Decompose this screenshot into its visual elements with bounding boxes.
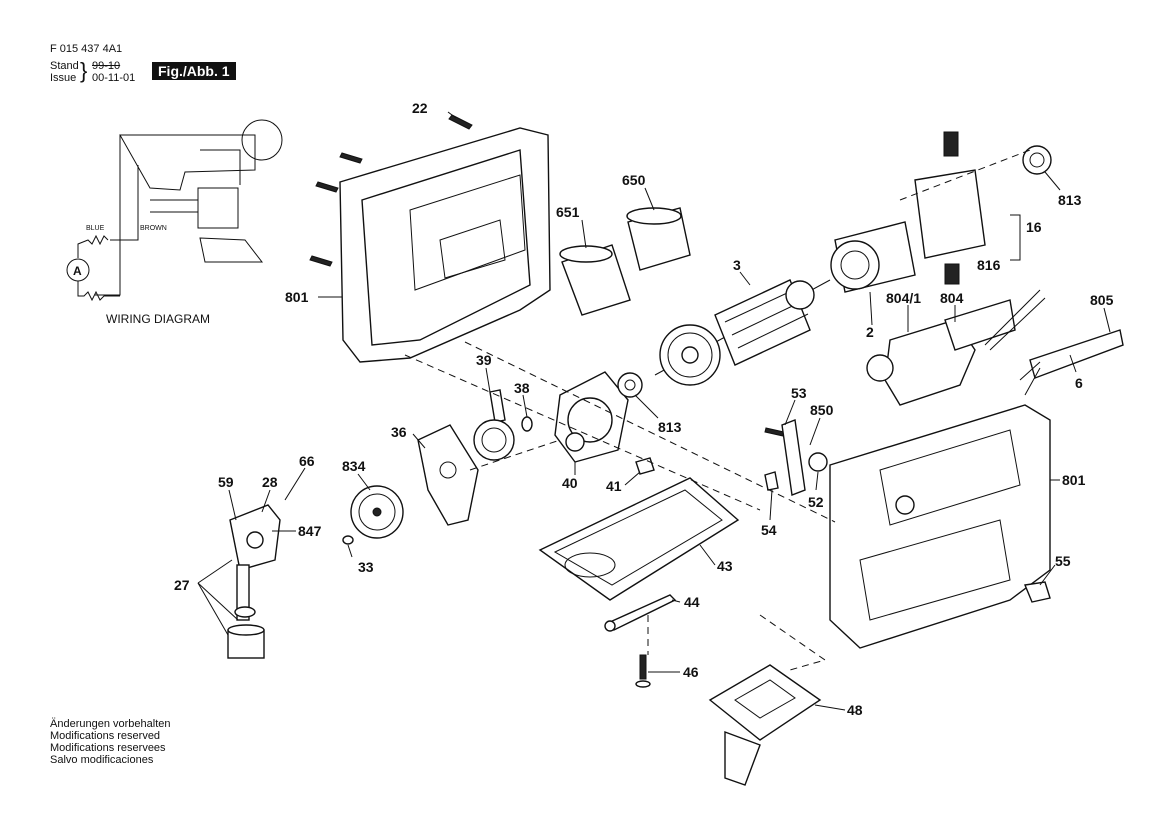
sleeve-650 [626, 207, 691, 271]
screws-22 [309, 114, 473, 267]
callout-813-top: 813 [1058, 192, 1082, 208]
wiring-diagram-title: WIRING DIAGRAM [106, 312, 210, 326]
callout-28: 28 [262, 474, 278, 490]
nut-41 [635, 457, 655, 475]
callout-41: 41 [606, 478, 622, 494]
callout-804-1: 804/1 [886, 290, 921, 306]
gear-834 [342, 485, 404, 545]
sleeve-651 [559, 244, 631, 316]
note-line-en: Modifications reserved [50, 730, 161, 742]
callout-54: 54 [761, 522, 777, 538]
callout-834: 834 [342, 458, 366, 474]
callout-801-right: 801 [1062, 472, 1086, 488]
guide-plate-39 [473, 389, 533, 461]
callout-66: 66 [299, 453, 315, 469]
callout-44: 44 [684, 594, 700, 610]
callout-651: 651 [556, 204, 580, 220]
callout-850: 850 [810, 402, 834, 418]
callout-36: 36 [391, 424, 407, 440]
issue-value: 00-11-01 [92, 72, 136, 84]
callout-55: 55 [1055, 553, 1071, 569]
callout-43: 43 [717, 558, 733, 574]
callout-labels: 22 650 651 813 16 3 816 801 2 804/1 804 … [174, 100, 1114, 718]
wire-blue-label: BLUE [86, 225, 105, 232]
callout-39: 39 [476, 352, 492, 368]
doc-number: F 015 437 4A1 [50, 43, 123, 55]
switch-assembly-804 [866, 289, 1046, 406]
screw-46 [635, 654, 651, 688]
stand-label: Stand [50, 60, 79, 72]
lever-44 [604, 594, 677, 632]
leader-lines [197, 111, 1111, 711]
meter-label: A [73, 264, 82, 278]
base-plate-43 [538, 477, 740, 601]
modifications-note: Änderungen vorbehalten Modifications res… [50, 718, 170, 766]
note-line-fr: Modifications reservees [50, 742, 166, 754]
callout-847: 847 [298, 523, 322, 539]
wire-brown-label: BROWN [140, 225, 167, 232]
callout-6: 6 [1075, 375, 1083, 391]
stand-value: 99-10 [92, 60, 121, 72]
brace-glyph: } [80, 58, 88, 83]
small-parts-right [764, 419, 828, 496]
figure-label: Fig./Abb. 1 [152, 62, 236, 80]
callout-805: 805 [1090, 292, 1114, 308]
wiring-diagram: BLUE BROWN A [66, 119, 283, 302]
callout-3: 3 [733, 257, 741, 273]
roller-support-36 [417, 424, 479, 526]
stator-2 [830, 221, 916, 293]
gear-housing-40 [554, 371, 643, 463]
note-line-de: Änderungen vorbehalten [50, 718, 171, 730]
power-cable-805 [1019, 329, 1124, 396]
note-line-es: Salvo modificaciones [50, 754, 154, 766]
callout-650: 650 [622, 172, 646, 188]
callout-816: 816 [977, 257, 1001, 273]
issue-label: Issue [50, 72, 77, 84]
assembly-lines [404, 149, 1031, 671]
housing-half-right [829, 404, 1051, 649]
callout-53: 53 [791, 385, 807, 401]
callout-804: 804 [940, 290, 964, 306]
callout-22: 22 [412, 100, 428, 116]
brush-holder-16 [914, 131, 1052, 285]
callout-813-mid: 813 [658, 419, 682, 435]
dust-foot-48 [708, 664, 822, 786]
armature-3 [654, 279, 831, 386]
callout-33: 33 [358, 559, 374, 575]
callout-46: 46 [683, 664, 699, 680]
housing-half-left [339, 127, 551, 363]
callout-52: 52 [808, 494, 824, 510]
knob-55 [1024, 581, 1051, 603]
plunger-assembly-27 [227, 504, 281, 659]
callout-16: 16 [1026, 219, 1042, 235]
callout-48: 48 [847, 702, 863, 718]
callout-59: 59 [218, 474, 234, 490]
callout-801-left: 801 [285, 289, 309, 305]
callout-40: 40 [562, 475, 578, 491]
callout-38: 38 [514, 380, 530, 396]
callout-2: 2 [866, 324, 874, 340]
callout-27: 27 [174, 577, 190, 593]
